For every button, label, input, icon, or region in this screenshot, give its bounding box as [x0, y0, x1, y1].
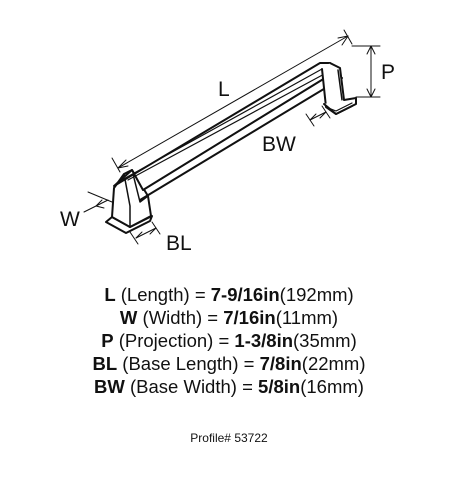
width-label: W: [60, 208, 80, 231]
spec-metric: (11mm): [275, 307, 339, 328]
spec-symbol: W: [119, 307, 138, 328]
length-label: L: [218, 78, 230, 101]
spec-symbol: L: [104, 284, 116, 305]
handle-dimension-diagram: L P BW W BL: [60, 29, 395, 255]
spec-name: (Projection): [118, 330, 214, 351]
spec-value: 7/16in: [223, 307, 276, 328]
base-length-dimension-line: [129, 221, 161, 245]
spec-metric: (192mm): [279, 284, 354, 305]
cabinet-pull-drawing: [105, 62, 357, 234]
spec-line-width: W (Width) = 7/16in(11mm): [0, 306, 458, 329]
spec-equals: =: [207, 307, 219, 328]
spec-metric: (16mm): [300, 376, 364, 397]
width-dimension-line: [83, 191, 113, 213]
spec-equals: =: [243, 353, 255, 374]
base-length-label: BL: [166, 232, 192, 255]
spec-symbol: P: [101, 330, 114, 351]
length-dimension-line: [111, 29, 353, 173]
spec-name: (Width): [142, 307, 203, 328]
spec-value: 7-9/16in: [210, 284, 280, 305]
spec-line-base-length: BL (Base Length) = 7/8in(22mm): [0, 352, 458, 375]
spec-name: (Base Length): [122, 353, 239, 374]
projection-dimension-line: [351, 45, 381, 98]
projection-label: P: [381, 61, 395, 84]
spec-name: (Base Width): [130, 376, 237, 397]
dimension-spec-list: L (Length) = 7-9/16in(192mm) W (Width) =…: [0, 283, 458, 398]
spec-metric: (22mm): [301, 353, 366, 374]
spec-equals: =: [242, 376, 253, 397]
spec-line-length: L (Length) = 7-9/16in(192mm): [0, 283, 458, 306]
spec-value: 7/8in: [259, 353, 302, 374]
base-width-label: BW: [262, 133, 296, 156]
spec-symbol: BL: [92, 353, 118, 374]
spec-name: (Length): [120, 284, 190, 305]
spec-value: 5/8in: [258, 376, 301, 397]
spec-equals: =: [218, 330, 230, 351]
spec-line-projection: P (Projection) = 1-3/8in(35mm): [0, 329, 458, 352]
profile-number: Profile# 53722: [190, 431, 268, 445]
base-width-dimension-line: [305, 105, 331, 127]
spec-line-base-width: BW (Base Width) = 5/8in(16mm): [0, 375, 458, 398]
spec-value: 1-3/8in: [234, 330, 294, 351]
spec-equals: =: [194, 284, 206, 305]
spec-symbol: BW: [94, 376, 125, 397]
spec-metric: (35mm): [293, 330, 357, 351]
